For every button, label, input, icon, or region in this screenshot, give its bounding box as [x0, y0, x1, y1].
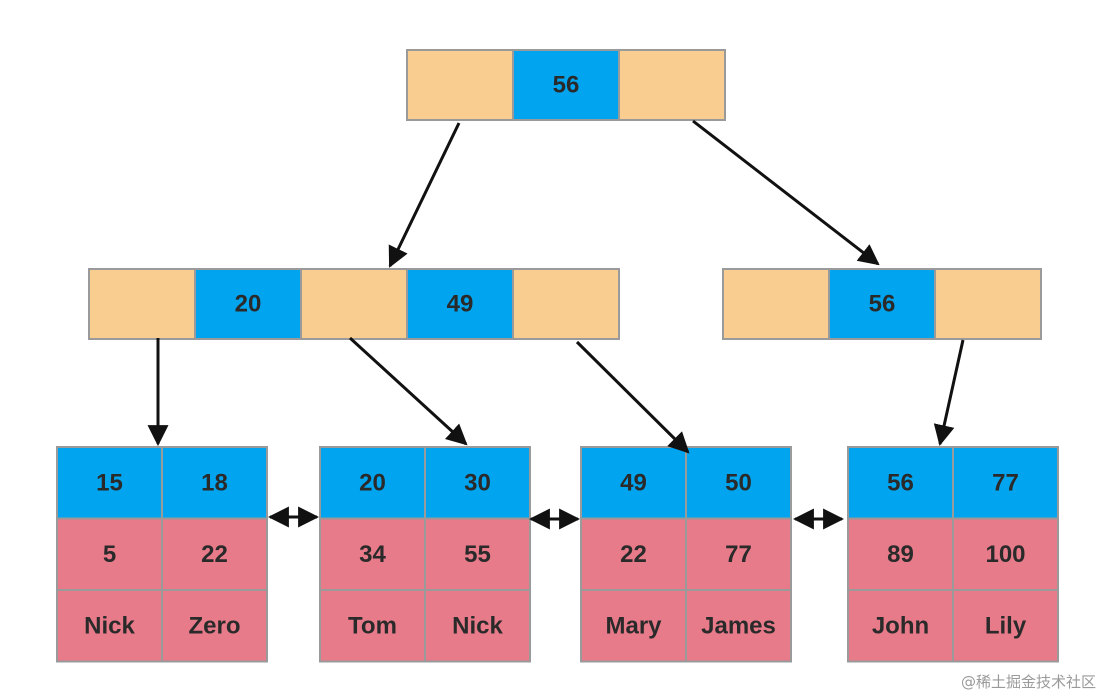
leaf-id-cell: [952, 517, 1059, 591]
leaf-name-cell: [161, 589, 268, 663]
arrow-to-leaf-4: [933, 339, 965, 447]
key-cell-label: 49: [447, 291, 474, 318]
pointer-cell: [934, 268, 1042, 340]
leaf-name-cell: [685, 589, 792, 663]
leaf-id-cell-label: 22: [201, 541, 228, 568]
leaf-key-cell: [847, 446, 954, 520]
leaf-name-cell-label: Mary: [605, 612, 662, 639]
leaf-id-cell-label: 100: [985, 541, 1025, 568]
leaf-key-cell-label: 49: [620, 469, 647, 496]
leaf-key-cell-label: 30: [464, 469, 491, 496]
leaf-name-cell: [580, 589, 687, 663]
leaf-id-cell: [424, 517, 531, 591]
key-cell-label: 56: [553, 72, 580, 99]
leaf-name-cell: [424, 589, 531, 663]
key-cell: [406, 268, 514, 340]
key-cell-label: 56: [869, 291, 896, 318]
leaf-key-cell: [952, 446, 1059, 520]
leaf-key-cell-label: 18: [201, 469, 228, 496]
leaf-id-cell-label: 55: [464, 541, 491, 568]
arrow-root-to-right: [692, 119, 880, 266]
leaf-key-cell: [580, 446, 687, 520]
leaf-name-cell-label: Nick: [452, 612, 503, 639]
pointer-cell: [300, 268, 408, 340]
pointer-cell: [406, 49, 514, 121]
root-node: 56: [406, 49, 726, 121]
key-cell-label: 20: [235, 291, 262, 318]
leaf-key-cell-label: 77: [992, 469, 1019, 496]
leaf-name-cell-label: Nick: [84, 612, 135, 639]
leaf-key-cell-label: 20: [359, 469, 386, 496]
key-cell: [512, 49, 620, 121]
leaf-name-cell: [952, 589, 1059, 663]
leaf-key-cell-label: 15: [96, 469, 123, 496]
key-cell: [194, 268, 302, 340]
leaf-id-cell-label: 34: [359, 541, 386, 568]
leaf-key-cell-label: 50: [725, 469, 752, 496]
leaf-name-cell-label: Zero: [188, 612, 240, 639]
internal-node-right: 56: [722, 268, 1042, 340]
leaf-id-cell: [580, 517, 687, 591]
watermark: @稀土掘金技术社区: [960, 673, 1096, 691]
leaf-id-cell-label: 22: [620, 541, 647, 568]
leaf-name-cell: [847, 589, 954, 663]
leaf-id-cell: [161, 517, 268, 591]
leaf-name-cell-label: Lily: [985, 612, 1027, 639]
leaf-id-cell: [685, 517, 792, 591]
arrow-to-leaf-3: [575, 340, 690, 454]
leaf-key-cell-label: 56: [887, 469, 914, 496]
leaf-name-cell: [56, 589, 163, 663]
pointer-cell: [722, 268, 830, 340]
leaf-name-cell-label: Tom: [348, 612, 397, 639]
arrow-to-leaf-2: [348, 336, 468, 446]
leaf-name-cell-label: John: [872, 612, 929, 639]
leaf-key-cell: [685, 446, 792, 520]
leaf-key-cell: [424, 446, 531, 520]
arrow-root-to-left: [388, 122, 461, 268]
pointer-cell: [618, 49, 726, 121]
leaf-id-cell-label: 89: [887, 541, 914, 568]
pointer-cell: [512, 268, 620, 340]
leaf-id-cell-label: 77: [725, 541, 752, 568]
leaf-key-cell: [161, 446, 268, 520]
leaf-name-cell-label: James: [701, 612, 776, 639]
pointer-cell: [88, 268, 196, 340]
leaf-id-cell-label: 5: [103, 541, 116, 568]
